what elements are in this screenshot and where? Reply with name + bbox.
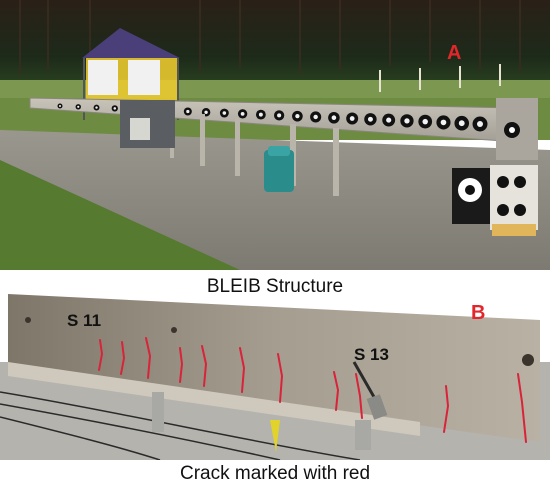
panel-label-b: B [471, 302, 486, 324]
crack-line [333, 371, 340, 411]
crack-line [277, 353, 284, 403]
crack-line [120, 341, 126, 375]
target-marker-center [313, 114, 318, 120]
covered-device [264, 146, 294, 192]
target-marker-center [113, 107, 117, 110]
target-marker-center [204, 110, 208, 114]
target-marker-center [386, 117, 392, 123]
section-label-s13: S 13 [354, 345, 389, 364]
target-marker-center [59, 105, 61, 107]
crack-line [179, 347, 184, 383]
target-marker-center [422, 118, 428, 125]
red-crack-marks [98, 337, 527, 443]
crack-closeup-photo [0, 292, 550, 460]
bolt-hole [25, 317, 31, 323]
caption-bleib-structure: BLEIB Structure [206, 276, 344, 297]
right-support [452, 98, 538, 236]
target-marker-center [477, 121, 483, 127]
crack-line [98, 339, 104, 371]
target-marker-center [258, 112, 263, 117]
target-marker-center [295, 114, 300, 119]
bleib-scene [0, 0, 550, 270]
caption-crack-marked: Crack marked with red [179, 463, 371, 484]
crack-line [517, 373, 527, 443]
target-marker-center [458, 120, 465, 127]
beam-face [8, 294, 540, 442]
tent [82, 28, 180, 120]
target-marker-center [349, 116, 355, 121]
beam-target-markers [57, 103, 488, 132]
beam-bottom-flange [8, 362, 420, 436]
crack-line [145, 337, 152, 379]
target-marker-center [331, 115, 337, 121]
target-marker-center [186, 109, 190, 114]
target-marker-center [222, 111, 227, 115]
crack-line [239, 347, 246, 393]
target-marker-center [95, 106, 98, 109]
cables [0, 391, 361, 460]
tree-trunks [19, 0, 521, 75]
crack-line [443, 385, 450, 433]
target-marker-center [440, 119, 447, 126]
crack-line [355, 373, 363, 419]
bolt-hole [522, 354, 534, 366]
bolt-hole [171, 327, 177, 333]
fence-posts [379, 64, 501, 92]
panel-label-a: A [447, 42, 462, 64]
bleib-structure-photo [0, 0, 550, 270]
strain-sensor [352, 361, 388, 420]
target-marker-center [77, 105, 80, 108]
target-marker-center [277, 113, 282, 118]
crack-scene [0, 294, 550, 460]
target-marker-center [367, 116, 373, 122]
foreground-grass [0, 160, 240, 270]
section-label-s11: S 11 [67, 311, 102, 330]
target-marker-center [404, 118, 410, 124]
concrete-pavement [0, 130, 550, 270]
crack-line [201, 345, 208, 387]
beam-supports [152, 392, 371, 452]
target-marker-center [240, 111, 245, 116]
